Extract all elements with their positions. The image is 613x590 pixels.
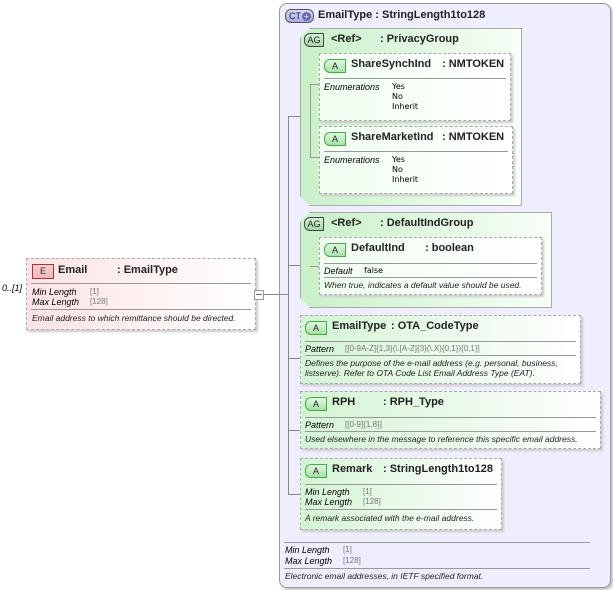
attribute-name: Remark xyxy=(332,463,373,475)
attribute-emailtype[interactable]: A EmailType : OTA_CodeType Pattern [[0-9… xyxy=(300,315,581,384)
pattern-value: [[0-9A-Z]{1,3}(\.[A-Z]{3}(\.X){0,1}){0,1… xyxy=(345,344,480,353)
attribute-rph[interactable]: A RPH : RPH_Type Pattern [[0-9]{1,8}] Us… xyxy=(300,391,601,449)
complex-type-description: Electronic email addresses, in IETF spec… xyxy=(285,571,484,581)
attribute-group-badge-icon: AG xyxy=(304,217,324,231)
enum-value: No xyxy=(392,92,403,101)
element-type: : EmailType xyxy=(117,264,178,276)
attribute-sharemarketind[interactable]: A ShareMarketInd : NMTOKEN Enumerations … xyxy=(319,126,513,194)
attribute-type: : NMTOKEN xyxy=(442,131,505,143)
attribute-description: When true, indicates a default value sho… xyxy=(324,280,522,290)
enum-value: Inherit xyxy=(392,102,419,111)
attribute-remark[interactable]: A Remark : StringLength1to128 Min Length… xyxy=(300,458,502,530)
attribute-badge-icon: A xyxy=(305,464,327,478)
attribute-group-type: : DefaultIndGroup xyxy=(380,217,474,229)
element-badge-icon: E xyxy=(32,264,54,279)
facet-label: Max Length xyxy=(32,297,80,307)
complex-type-badge-icon: CT+ xyxy=(285,9,314,23)
enum-value: Inherit xyxy=(392,175,419,184)
element-email[interactable]: E Email : EmailType Min Length [1] Max L… xyxy=(26,258,256,330)
default-label: Default xyxy=(324,266,353,276)
collapse-toggle[interactable] xyxy=(254,290,264,300)
enum-value: Yes xyxy=(392,155,405,164)
attribute-badge-icon: A xyxy=(324,59,346,73)
default-value: false xyxy=(364,266,384,275)
facet-value: [128] xyxy=(90,297,108,306)
facet-value: [1] xyxy=(90,287,99,296)
facet-label: Min Length xyxy=(285,545,330,555)
pattern-label: Pattern xyxy=(305,420,335,430)
attribute-name: RPH xyxy=(332,396,356,408)
facet-value: [1] xyxy=(363,487,372,496)
enum-value: Yes xyxy=(392,82,405,91)
element-description: Email address to which remittance should… xyxy=(32,313,236,323)
attribute-type: : NMTOKEN xyxy=(442,58,505,70)
attribute-name: ShareMarketInd xyxy=(351,131,434,143)
attribute-type: : boolean xyxy=(425,242,474,254)
facet-label: Max Length xyxy=(305,497,353,507)
attribute-description: Defines the purpose of the e-mail addres… xyxy=(305,358,558,368)
attribute-badge-icon: A xyxy=(324,243,346,257)
enumerations-label: Enumerations xyxy=(324,82,380,92)
enum-value: No xyxy=(392,165,403,174)
attribute-badge-icon: A xyxy=(324,132,346,146)
attribute-description: A remark associated with the e-mail addr… xyxy=(305,513,475,523)
attribute-type: : OTA_CodeType xyxy=(391,320,479,332)
attribute-sharesynchind[interactable]: A ShareSynchInd : NMTOKEN Enumerations Y… xyxy=(319,53,511,121)
expand-plus-icon: + xyxy=(302,12,311,22)
complex-type-title: EmailType : StringLength1to128 xyxy=(318,9,486,21)
attribute-type: : StringLength1to128 xyxy=(383,463,494,475)
cardinality-label: 0..[1] xyxy=(2,283,23,293)
attribute-group-type: : PrivacyGroup xyxy=(380,33,459,45)
minus-icon xyxy=(256,294,262,295)
attribute-description: listserve). Refer to OTA Code List Email… xyxy=(305,368,535,378)
attribute-name: DefaultInd xyxy=(351,242,405,254)
attribute-group-ref: <Ref> xyxy=(331,217,362,229)
attribute-description: Used elsewhere in the message to referen… xyxy=(305,434,578,444)
attribute-defaultind[interactable]: A DefaultInd : boolean Default false Whe… xyxy=(319,237,542,295)
pattern-label: Pattern xyxy=(305,344,335,354)
facet-value: [1] xyxy=(343,545,352,554)
facet-label: Min Length xyxy=(32,287,77,297)
facet-label: Min Length xyxy=(305,487,350,497)
attribute-name: ShareSynchInd xyxy=(351,58,432,70)
facet-value: [128] xyxy=(343,556,361,565)
facet-value: [128] xyxy=(363,497,381,506)
enumerations-label: Enumerations xyxy=(324,155,380,165)
attribute-group-ref: <Ref> xyxy=(331,33,362,45)
element-name: Email xyxy=(58,264,88,276)
attribute-type: : RPH_Type xyxy=(383,396,444,408)
attribute-group-badge-icon: AG xyxy=(304,33,324,47)
attribute-badge-icon: A xyxy=(305,321,327,335)
attribute-badge-icon: A xyxy=(305,397,327,411)
facet-label: Max Length xyxy=(285,556,333,566)
pattern-value: [[0-9]{1,8}] xyxy=(345,420,382,429)
attribute-name: EmailType xyxy=(332,320,387,332)
